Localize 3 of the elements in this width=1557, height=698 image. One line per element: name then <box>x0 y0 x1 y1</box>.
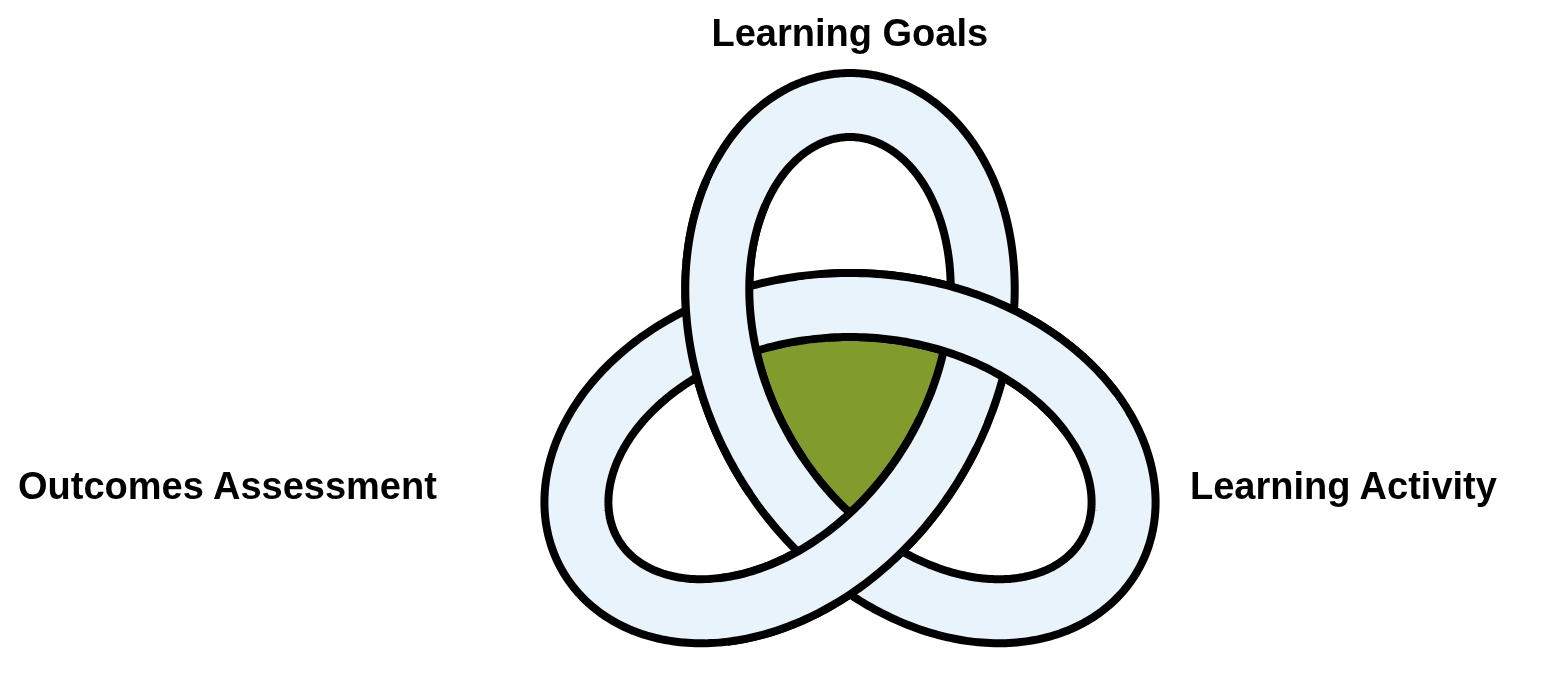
knot-label: Learning Activity <box>1190 467 1497 505</box>
knot-label: Outcomes Assessment <box>18 467 437 505</box>
knot-label: Learning Goals <box>711 14 989 52</box>
